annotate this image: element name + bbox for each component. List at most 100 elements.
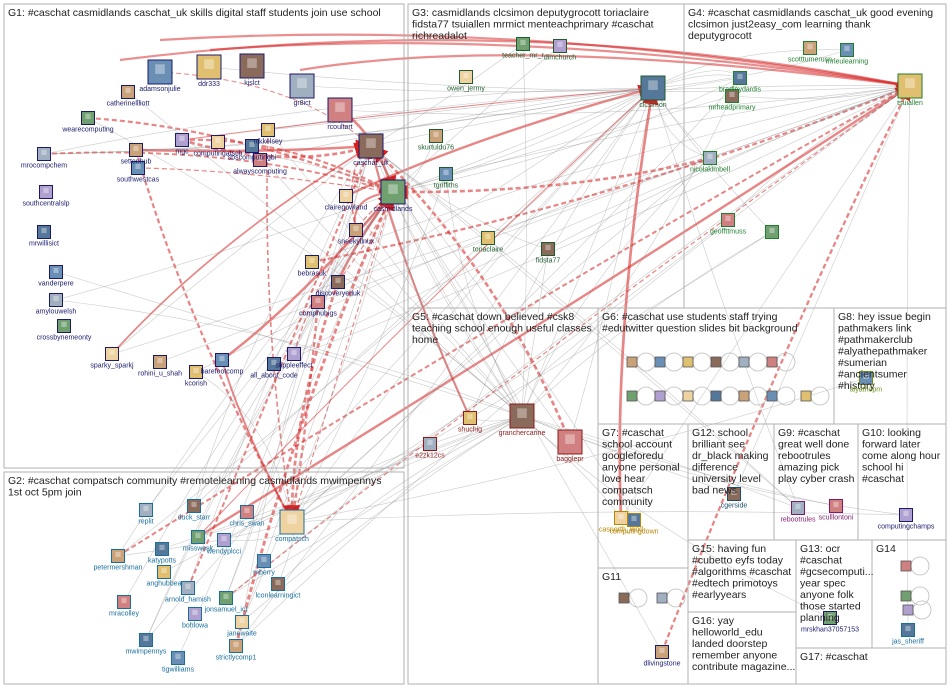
node-avatar[interactable] bbox=[721, 213, 735, 227]
node-avatar[interactable] bbox=[305, 255, 319, 269]
node-avatar[interactable] bbox=[899, 508, 913, 522]
node-avatar[interactable] bbox=[49, 293, 63, 307]
node-avatar[interactable] bbox=[245, 139, 259, 153]
node-avatar[interactable] bbox=[175, 133, 189, 147]
node-avatar[interactable] bbox=[459, 70, 473, 84]
node-avatar[interactable] bbox=[181, 581, 195, 595]
node-avatar[interactable] bbox=[253, 153, 267, 167]
node-avatar[interactable] bbox=[516, 37, 530, 51]
node-avatar[interactable] bbox=[271, 577, 285, 591]
node-avatar[interactable] bbox=[541, 242, 555, 256]
node-avatar[interactable] bbox=[358, 133, 384, 159]
node-avatar[interactable] bbox=[627, 513, 641, 527]
node-avatar[interactable] bbox=[215, 353, 229, 367]
node-avatar[interactable] bbox=[738, 390, 750, 402]
node-avatar[interactable] bbox=[57, 319, 71, 333]
node-avatar[interactable] bbox=[147, 59, 173, 85]
node-avatar[interactable] bbox=[859, 371, 873, 385]
node-avatar[interactable] bbox=[823, 611, 837, 625]
node-avatar[interactable] bbox=[509, 403, 535, 429]
node-avatar[interactable] bbox=[187, 499, 201, 513]
node-avatar[interactable] bbox=[121, 85, 135, 99]
node-avatar[interactable] bbox=[105, 347, 119, 361]
node-avatar[interactable] bbox=[139, 633, 153, 647]
node-avatar[interactable] bbox=[900, 560, 912, 572]
node-avatar[interactable] bbox=[37, 225, 51, 239]
node-avatar[interactable] bbox=[39, 185, 53, 199]
node-avatar[interactable] bbox=[196, 54, 222, 80]
node-avatar[interactable] bbox=[655, 645, 669, 659]
node-avatar[interactable] bbox=[311, 295, 325, 309]
node-avatar[interactable] bbox=[738, 356, 750, 368]
node-avatar[interactable] bbox=[800, 390, 812, 402]
node-avatar[interactable] bbox=[239, 53, 265, 79]
node-avatar[interactable] bbox=[829, 499, 843, 513]
node-avatar[interactable] bbox=[339, 189, 353, 203]
node-avatar[interactable] bbox=[429, 129, 443, 143]
node-avatar[interactable] bbox=[727, 487, 741, 501]
node-avatar[interactable] bbox=[803, 41, 817, 55]
node-avatar[interactable] bbox=[279, 509, 305, 535]
node-avatar[interactable] bbox=[131, 161, 145, 175]
node-avatar[interactable] bbox=[257, 554, 271, 568]
node-avatar[interactable] bbox=[267, 357, 281, 371]
node-avatar[interactable] bbox=[902, 604, 914, 616]
node-avatar[interactable] bbox=[81, 111, 95, 125]
node-avatar[interactable] bbox=[710, 390, 722, 402]
node-avatar[interactable] bbox=[654, 390, 666, 402]
node-avatar[interactable] bbox=[171, 651, 185, 665]
node-avatar[interactable] bbox=[791, 501, 805, 515]
node-avatar[interactable] bbox=[289, 73, 315, 99]
node-avatar[interactable] bbox=[481, 231, 495, 245]
node-avatar[interactable] bbox=[897, 73, 923, 99]
node-avatar[interactable] bbox=[49, 265, 63, 279]
node-avatar[interactable] bbox=[191, 530, 205, 544]
node-avatar[interactable] bbox=[287, 347, 301, 361]
node-avatar[interactable] bbox=[766, 356, 778, 368]
node-avatar[interactable] bbox=[153, 355, 167, 369]
node-avatar[interactable] bbox=[211, 135, 225, 149]
node-avatar[interactable] bbox=[766, 390, 778, 402]
node-avatar[interactable] bbox=[656, 592, 668, 604]
node-avatar[interactable] bbox=[900, 590, 912, 602]
node-avatar[interactable] bbox=[261, 123, 275, 137]
node-avatar[interactable] bbox=[331, 275, 345, 289]
node-avatar[interactable] bbox=[703, 151, 717, 165]
node-avatar[interactable] bbox=[423, 437, 437, 451]
node-avatar[interactable] bbox=[157, 565, 171, 579]
node-avatar[interactable] bbox=[235, 615, 249, 629]
node-avatar[interactable] bbox=[188, 607, 202, 621]
node-avatar[interactable] bbox=[710, 356, 722, 368]
node-avatar[interactable] bbox=[626, 390, 638, 402]
node-avatar[interactable] bbox=[618, 592, 630, 604]
node-avatar[interactable] bbox=[229, 639, 243, 653]
node-avatar[interactable] bbox=[37, 147, 51, 161]
node-avatar[interactable] bbox=[380, 179, 406, 205]
node-avatar[interactable] bbox=[189, 365, 203, 379]
node-avatar[interactable] bbox=[327, 97, 353, 123]
node-avatar[interactable] bbox=[219, 591, 233, 605]
node-avatar[interactable] bbox=[240, 505, 254, 519]
node-avatar[interactable] bbox=[349, 223, 363, 237]
node-avatar[interactable] bbox=[654, 356, 666, 368]
node-avatar[interactable] bbox=[626, 356, 638, 368]
node-avatar[interactable] bbox=[682, 390, 694, 402]
node-avatar[interactable] bbox=[640, 75, 666, 101]
node-avatar[interactable] bbox=[840, 43, 854, 57]
node-avatar[interactable] bbox=[117, 595, 131, 609]
node-avatar[interactable] bbox=[139, 503, 153, 517]
node-avatar-face bbox=[287, 514, 297, 524]
node-avatar[interactable] bbox=[439, 167, 453, 181]
node-avatar[interactable] bbox=[553, 39, 567, 53]
node-avatar[interactable] bbox=[901, 623, 915, 637]
node-avatar[interactable] bbox=[682, 356, 694, 368]
node-avatar[interactable] bbox=[725, 89, 739, 103]
node-avatar[interactable] bbox=[557, 429, 583, 455]
node-avatar[interactable] bbox=[765, 225, 779, 239]
node-avatar[interactable] bbox=[217, 533, 231, 547]
node-avatar[interactable] bbox=[155, 542, 169, 556]
node-avatar[interactable] bbox=[111, 549, 125, 563]
node-avatar[interactable] bbox=[463, 411, 477, 425]
node-avatar[interactable] bbox=[733, 71, 747, 85]
node-avatar[interactable] bbox=[129, 143, 143, 157]
